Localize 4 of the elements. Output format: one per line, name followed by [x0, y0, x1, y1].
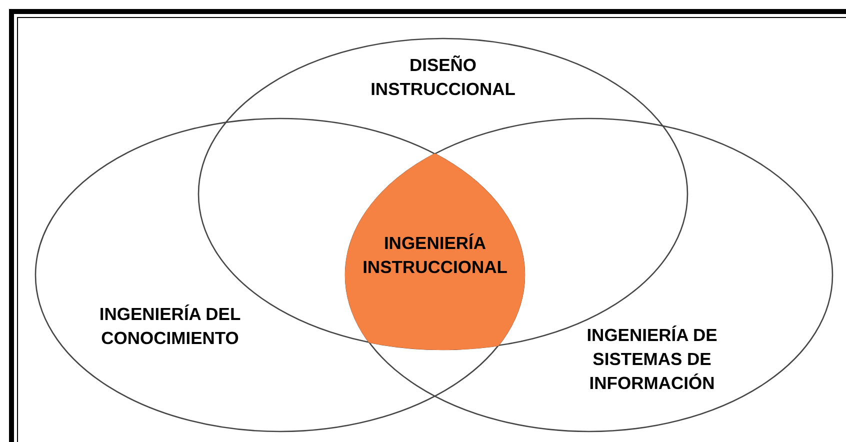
region-label: DISEÑO INSTRUCCIONAL: [370, 54, 516, 101]
region-label: INGENIERÍA DE SISTEMAS DE INFORMACIÓN: [586, 324, 718, 395]
region-label: INGENIERÍA INSTRUCCIONAL: [362, 232, 508, 279]
region-label: INGENIERÍA DEL CONOCIMIENTO: [98, 303, 242, 350]
